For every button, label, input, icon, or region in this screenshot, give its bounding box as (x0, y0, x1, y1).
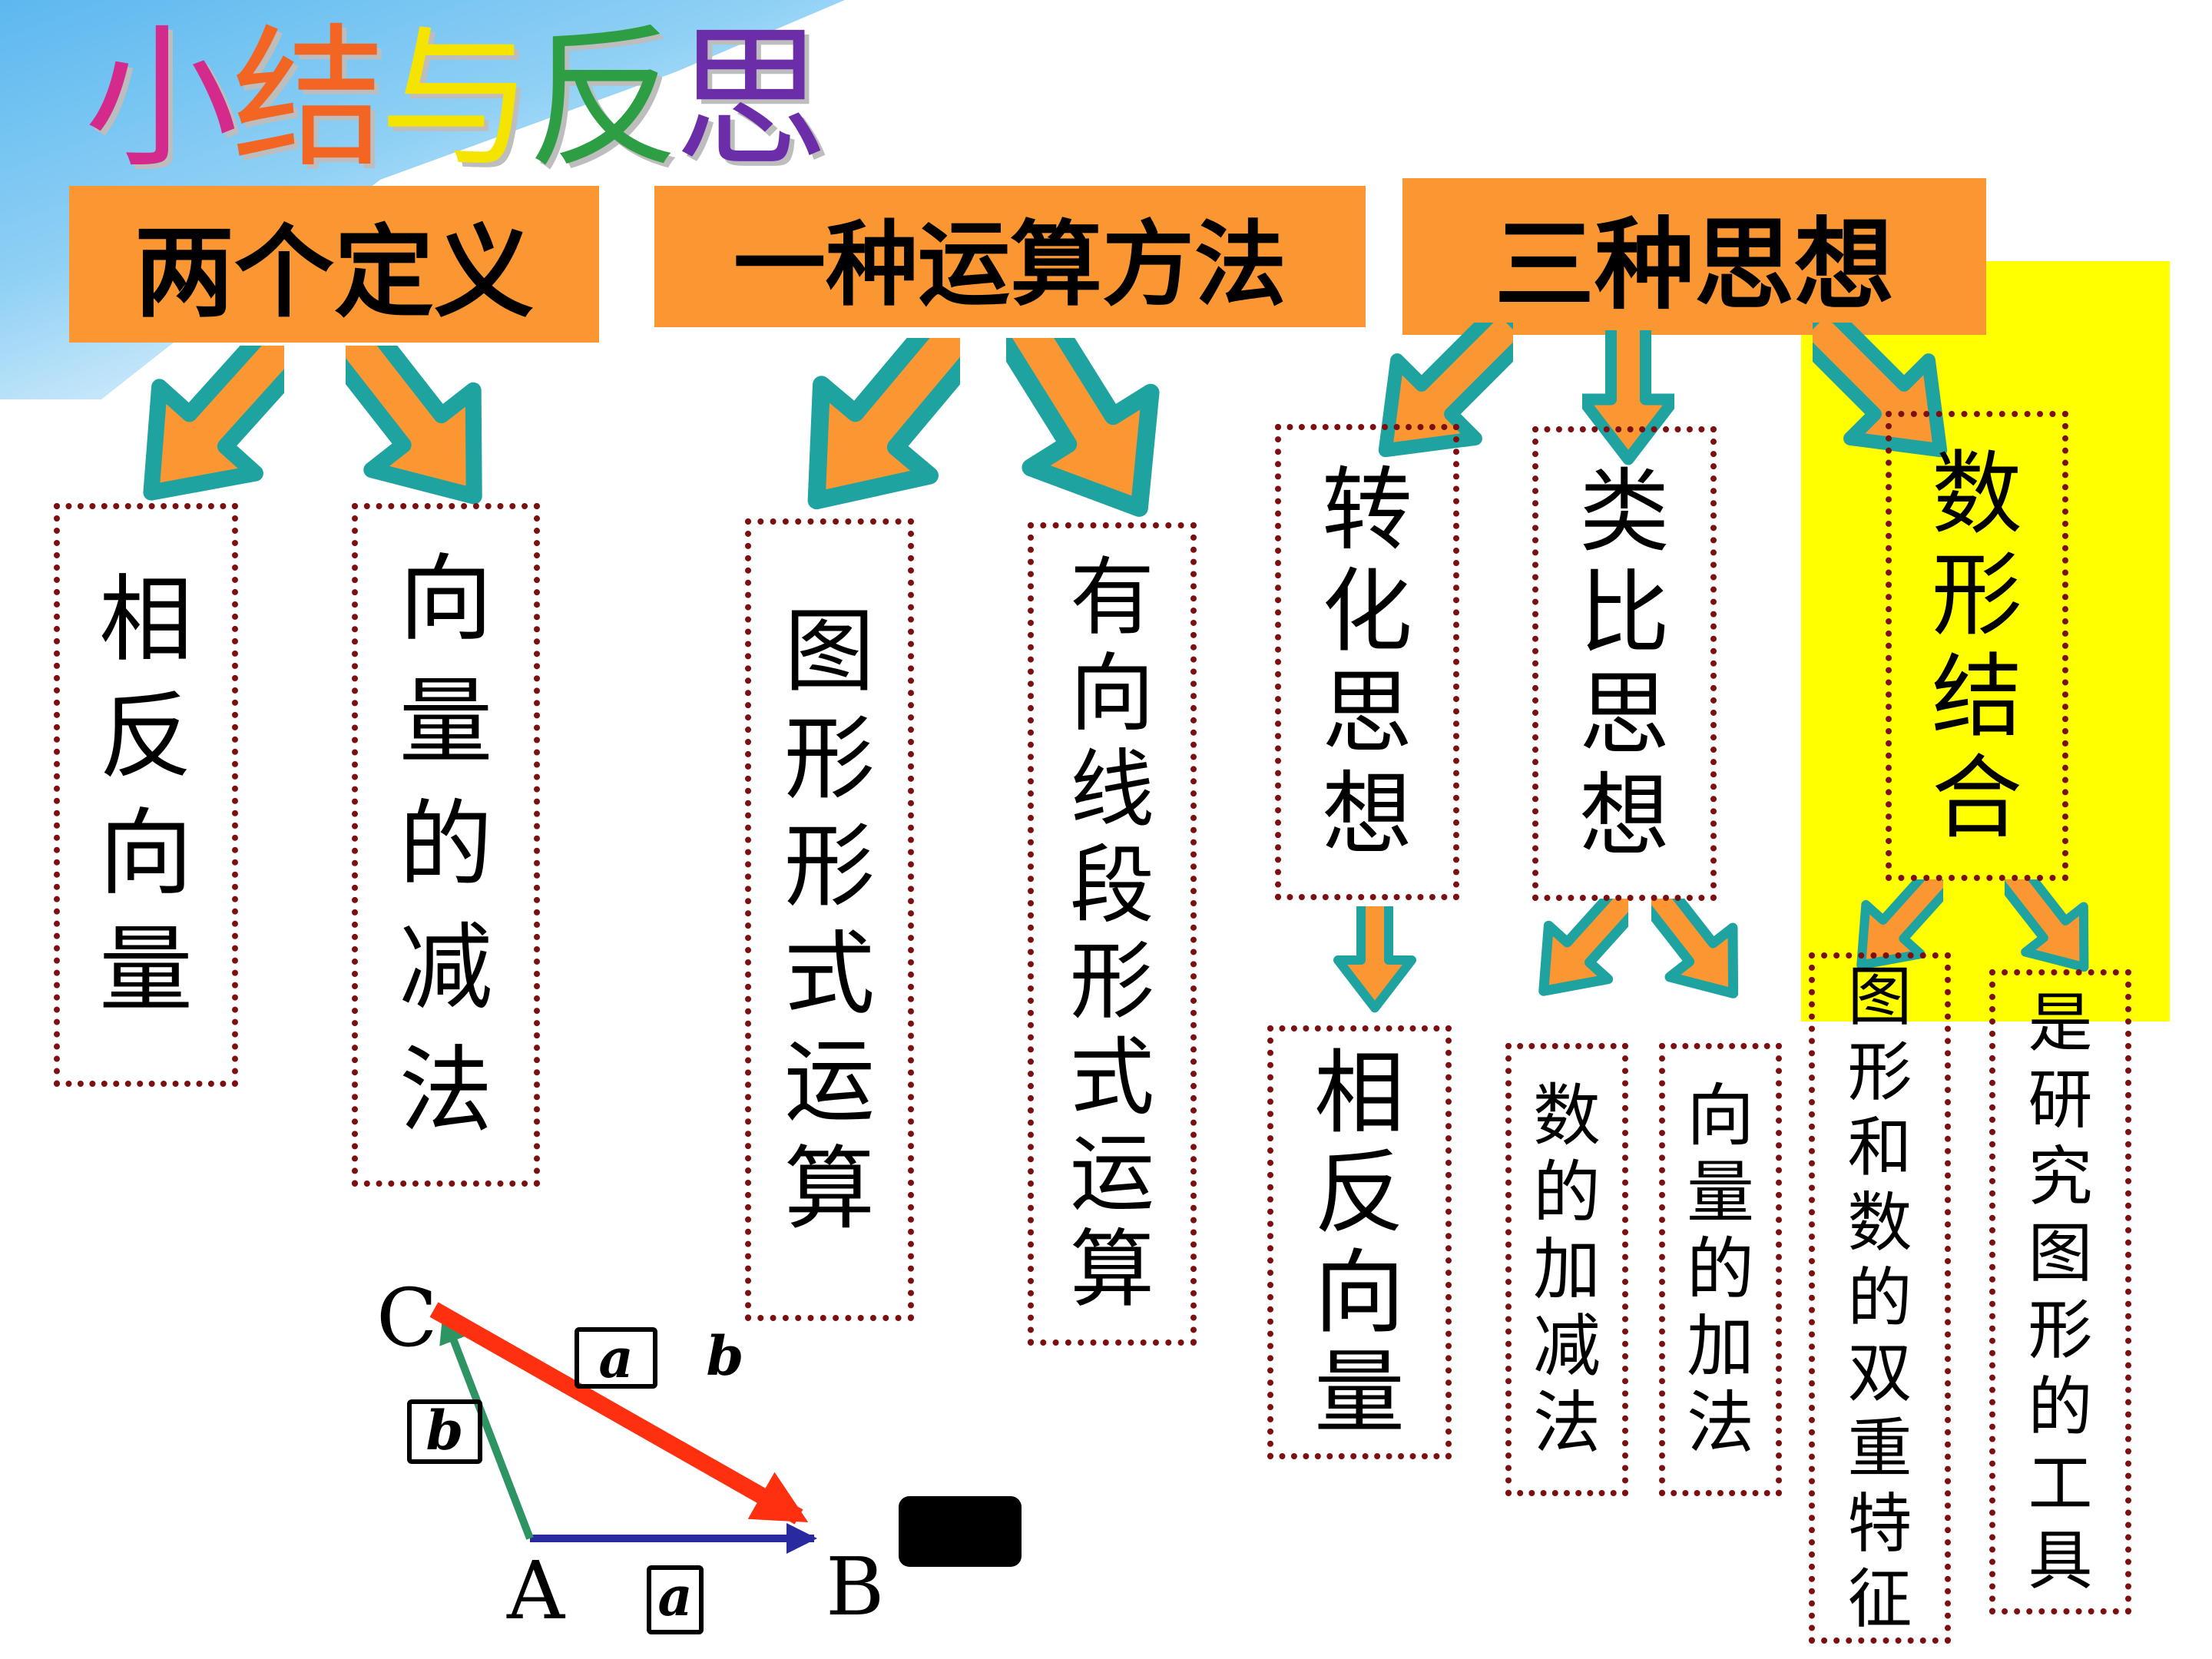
box-vector-subtraction: 向量的减法 (352, 503, 540, 1187)
title-char: 结 (232, 10, 386, 189)
box-number-shape: 数形结合 (1886, 411, 2068, 881)
header-two-definitions: 两个定义 (69, 186, 599, 343)
box-opposite-vector: 相反向量 (54, 503, 238, 1087)
box-analogy: 类比思想 (1532, 426, 1717, 901)
title-char: 与 (379, 10, 533, 189)
obscured-formula (899, 1496, 1022, 1567)
vector-a-bottom-glyph: a (647, 1565, 704, 1634)
point-a-label: A (507, 1544, 565, 1637)
point-b-label: B (826, 1540, 885, 1634)
box-number-add-sub: 数的加减法 (1505, 1043, 1628, 1496)
header-three-ideas: 三种思想 (1402, 178, 1986, 335)
header-one-method: 一种运算方法 (654, 186, 1366, 327)
box-graphic-form: 图形形式运算 (745, 518, 914, 1321)
title-char: 思 (674, 10, 828, 189)
vector-ac (439, 1312, 534, 1540)
vector-b-glyph: b (706, 1324, 744, 1388)
vector-a-glyph: a (575, 1327, 657, 1389)
title-char: 反 (527, 10, 680, 189)
vector-b-side-glyph: b (407, 1399, 482, 1464)
vector-cb (429, 1302, 809, 1525)
box-dual-features: 图形和数的双重特征 (1809, 952, 1951, 1644)
title-char: 小 (84, 10, 238, 189)
box-vector-add: 向量的加法 (1659, 1043, 1782, 1496)
point-c-label: C (376, 1271, 438, 1365)
box-directed-segment: 有向线段形式运算 (1028, 522, 1197, 1346)
box-research-tool: 是研究图形的工具 (1989, 969, 2131, 1614)
slide-title: 小结与反思 (84, 0, 828, 200)
box-transformation: 转化思想 (1275, 424, 1459, 900)
box-opposite-vector-2: 相反向量 (1267, 1025, 1452, 1459)
